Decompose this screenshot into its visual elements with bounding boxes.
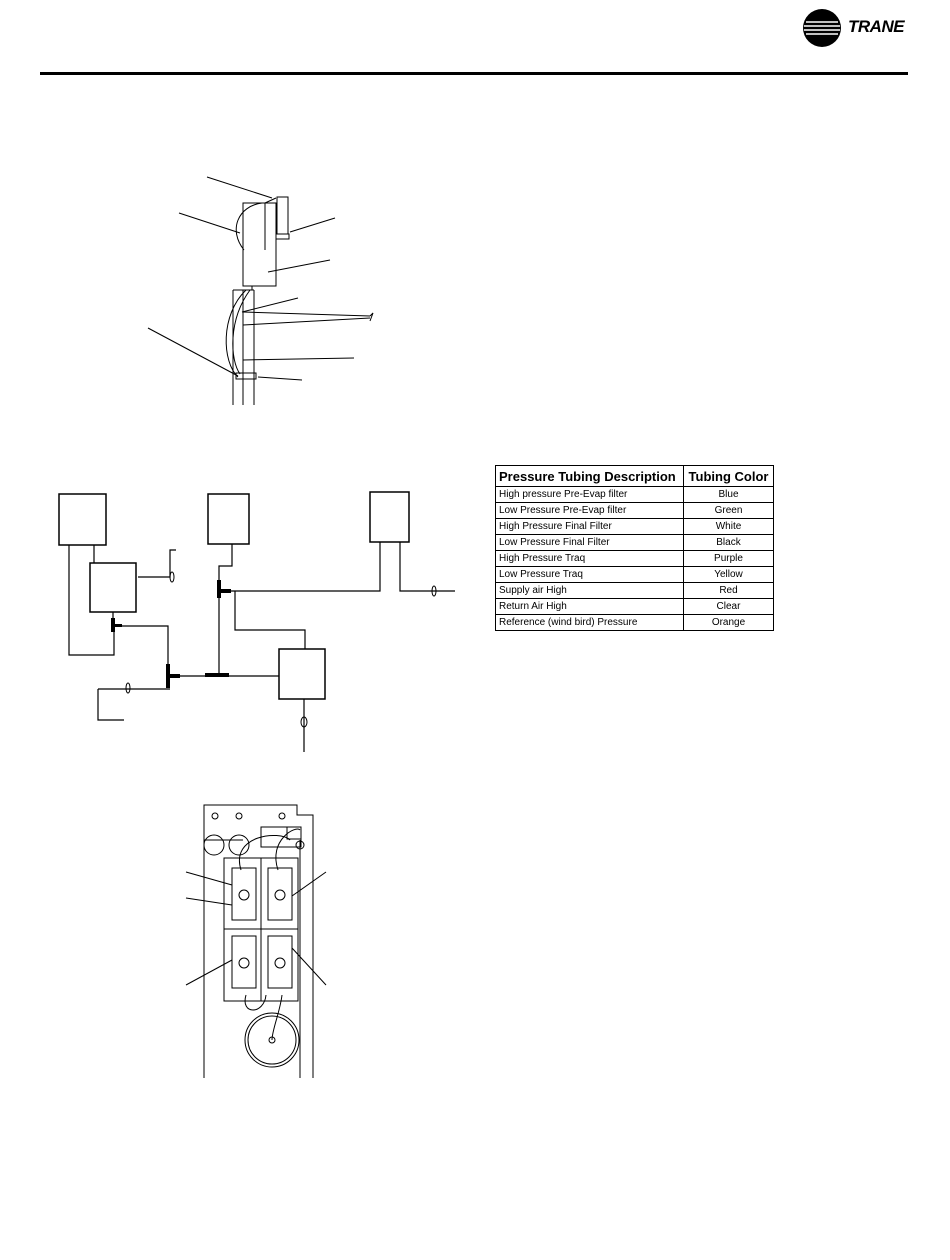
tubing-description: Low Pressure Final Filter [495, 534, 684, 551]
trane-logo-icon [803, 9, 841, 47]
tubing-color: Green [683, 502, 774, 519]
column-header: Pressure Tubing Description [495, 465, 684, 487]
tubing-description: Supply air High [495, 582, 684, 599]
tubing-color: Purple [683, 550, 774, 567]
tubing-color-table: Pressure Tubing Description Tubing Color… [495, 465, 774, 631]
table-row: Low Pressure Pre-Evap filter Green [495, 502, 774, 519]
tubing-schematic-figure [58, 491, 455, 752]
table-row: Low Pressure Traq Yellow [495, 566, 774, 583]
column-header: Tubing Color [683, 465, 774, 487]
tubing-color: Red [683, 582, 774, 599]
tubing-color: Orange [683, 614, 774, 631]
tubing-color: White [683, 518, 774, 535]
tubing-color: Blue [683, 486, 774, 503]
brand-name: TRANE [848, 17, 905, 36]
table-row: Low Pressure Final Filter Black [495, 534, 774, 551]
tubing-description: Return Air High [495, 598, 684, 615]
tubing-color: Clear [683, 598, 774, 615]
table-row: Supply air High Red [495, 582, 774, 599]
tubing-description: Reference (wind bird) Pressure [495, 614, 684, 631]
header-rule [40, 72, 908, 75]
table-header-row: Pressure Tubing Description Tubing Color [495, 465, 774, 487]
table-row: High pressure Pre-Evap filter Blue [495, 486, 774, 503]
table-row: High Pressure Traq Purple [495, 550, 774, 567]
tubing-description: Low Pressure Pre-Evap filter [495, 502, 684, 519]
table-row: Return Air High Clear [495, 598, 774, 615]
tubing-color: Yellow [683, 566, 774, 583]
tubing-description: High pressure Pre-Evap filter [495, 486, 684, 503]
tubing-description: High Pressure Traq [495, 550, 684, 567]
transducer-panel-figure [185, 804, 327, 1078]
table-row: High Pressure Final Filter White [495, 518, 774, 535]
sensor-mounting-figure [147, 176, 374, 405]
tubing-color: Black [683, 534, 774, 551]
table-row: Reference (wind bird) Pressure Orange [495, 614, 774, 631]
tubing-description: High Pressure Final Filter [495, 518, 684, 535]
tubing-description: Low Pressure Traq [495, 566, 684, 583]
